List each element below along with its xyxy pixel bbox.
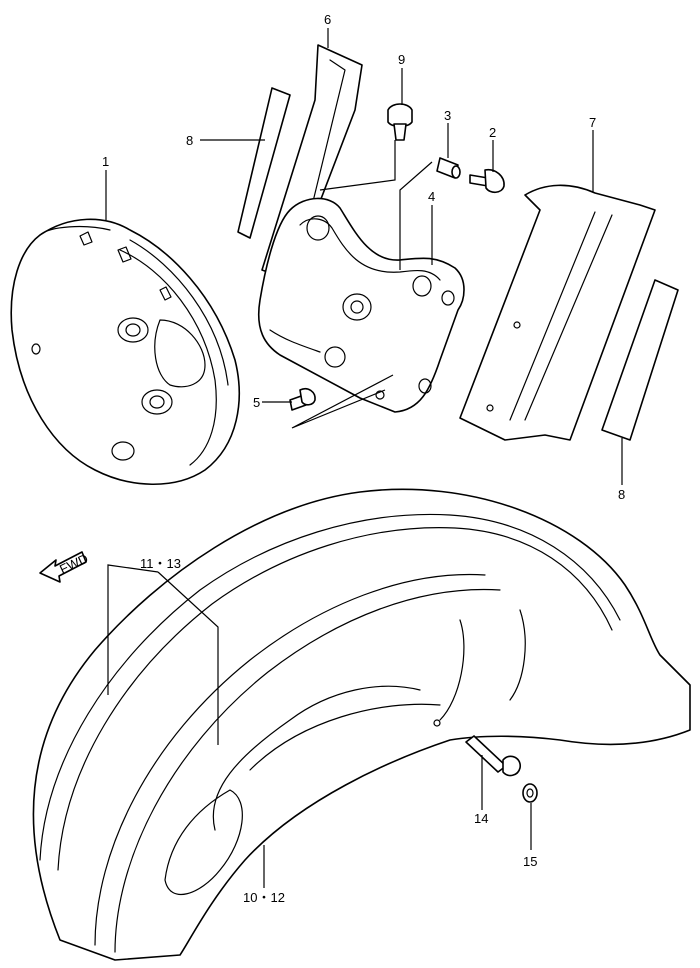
part-10-12-front-fender bbox=[32, 488, 691, 961]
callout-11-13: 11・13 bbox=[140, 556, 181, 571]
callout-15: 15 bbox=[523, 854, 537, 869]
leader-lines bbox=[105, 28, 623, 888]
callout-3: 3 bbox=[444, 108, 451, 123]
fwd-label: FWD bbox=[57, 551, 90, 577]
part-9-bolt bbox=[387, 103, 413, 141]
part-7-cover-plate bbox=[459, 184, 656, 441]
callout-14: 14 bbox=[474, 811, 488, 826]
part-2-screw bbox=[469, 168, 505, 194]
part-3-collar bbox=[436, 157, 461, 179]
part-8-strip-lower bbox=[601, 279, 679, 441]
callout-1: 1 bbox=[102, 154, 109, 169]
callout-labels: 1 2 3 4 5 6 7 8 8 9 10・12 11・13 14 15 bbox=[102, 12, 625, 905]
callout-10-12: 10・12 bbox=[243, 890, 285, 905]
fwd-arrow-icon: FWD bbox=[39, 551, 90, 583]
callout-7: 7 bbox=[589, 115, 596, 130]
callout-6: 6 bbox=[324, 12, 331, 27]
callout-4: 4 bbox=[428, 189, 435, 204]
callout-5: 5 bbox=[253, 395, 260, 410]
part-5-screw bbox=[289, 387, 316, 411]
part-14-bolt bbox=[465, 735, 521, 777]
callout-2: 2 bbox=[489, 125, 496, 140]
part-1-headlight-housing bbox=[10, 218, 240, 485]
part-15-washer bbox=[522, 783, 538, 803]
callout-8-upper: 8 bbox=[186, 133, 193, 148]
callout-9: 9 bbox=[398, 52, 405, 67]
callout-8-lower: 8 bbox=[618, 487, 625, 502]
part-8-strip-upper bbox=[237, 87, 291, 239]
part-4-mounting-bracket bbox=[257, 197, 465, 413]
